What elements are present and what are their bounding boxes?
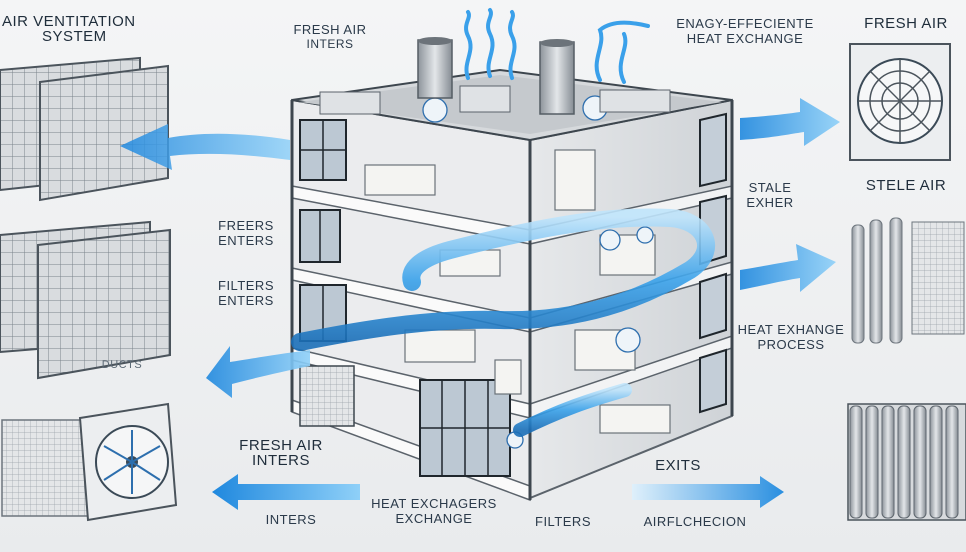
airflow-arrow-bottom-left — [212, 474, 360, 510]
label-energy-efficient-heat-exchange: ENAGY-EFFECIENTE HEAT EXCHANGE — [676, 16, 814, 46]
airflow-arrow-left-top — [120, 124, 290, 170]
label-stele-air: STELE AIR — [865, 177, 947, 194]
airflow-arrow-right-top — [740, 98, 840, 146]
hvac-unit-bottom-left — [1, 402, 178, 522]
airflow-arrow-bottom-right — [632, 476, 784, 508]
label-air-ventilation-system: AIR VENTITATION SYSTEM — [2, 13, 136, 45]
label-heat-exchange-process: HEAT EXHANGE PROCESS — [737, 322, 845, 352]
label-ducts: DUCTS — [101, 359, 143, 371]
label-exits: EXITS — [655, 457, 701, 474]
label-airflow: AIRFLCHECION — [643, 514, 747, 529]
label-fresh-air-top-right: FRESH AIR — [864, 15, 948, 32]
duct-pipes-right — [851, 217, 965, 344]
label-filters: FILTERS — [535, 514, 591, 529]
label-stale-exher: STALE EXHER — [746, 180, 794, 210]
filter-panel-mid-left — [0, 220, 171, 380]
internal-air-duct — [291, 208, 716, 437]
filter-panel-top-left — [0, 56, 169, 202]
label-fresh-air-inters-bottom: FRESH AIR INTERS — [239, 437, 323, 469]
building-cutaway — [290, 37, 734, 502]
airflow-arrow-left-mid — [206, 346, 310, 398]
fan-unit-top-right — [849, 43, 951, 161]
label-fresh-air-inters-top: FRESH AIR INTERS — [293, 22, 367, 51]
label-freers-enters: FREERS ENTERS — [218, 218, 274, 248]
airflow-arrow-right-mid — [740, 244, 836, 292]
label-heat-exchangers: HEAT EXCHAGERS EXCHANGE — [371, 496, 497, 526]
label-inters: INTERS — [265, 512, 317, 527]
label-filters-enters: FILTERS ENTERS — [218, 278, 274, 308]
airflow-squiggles-roof — [464, 8, 650, 84]
radiator-right — [847, 403, 966, 521]
